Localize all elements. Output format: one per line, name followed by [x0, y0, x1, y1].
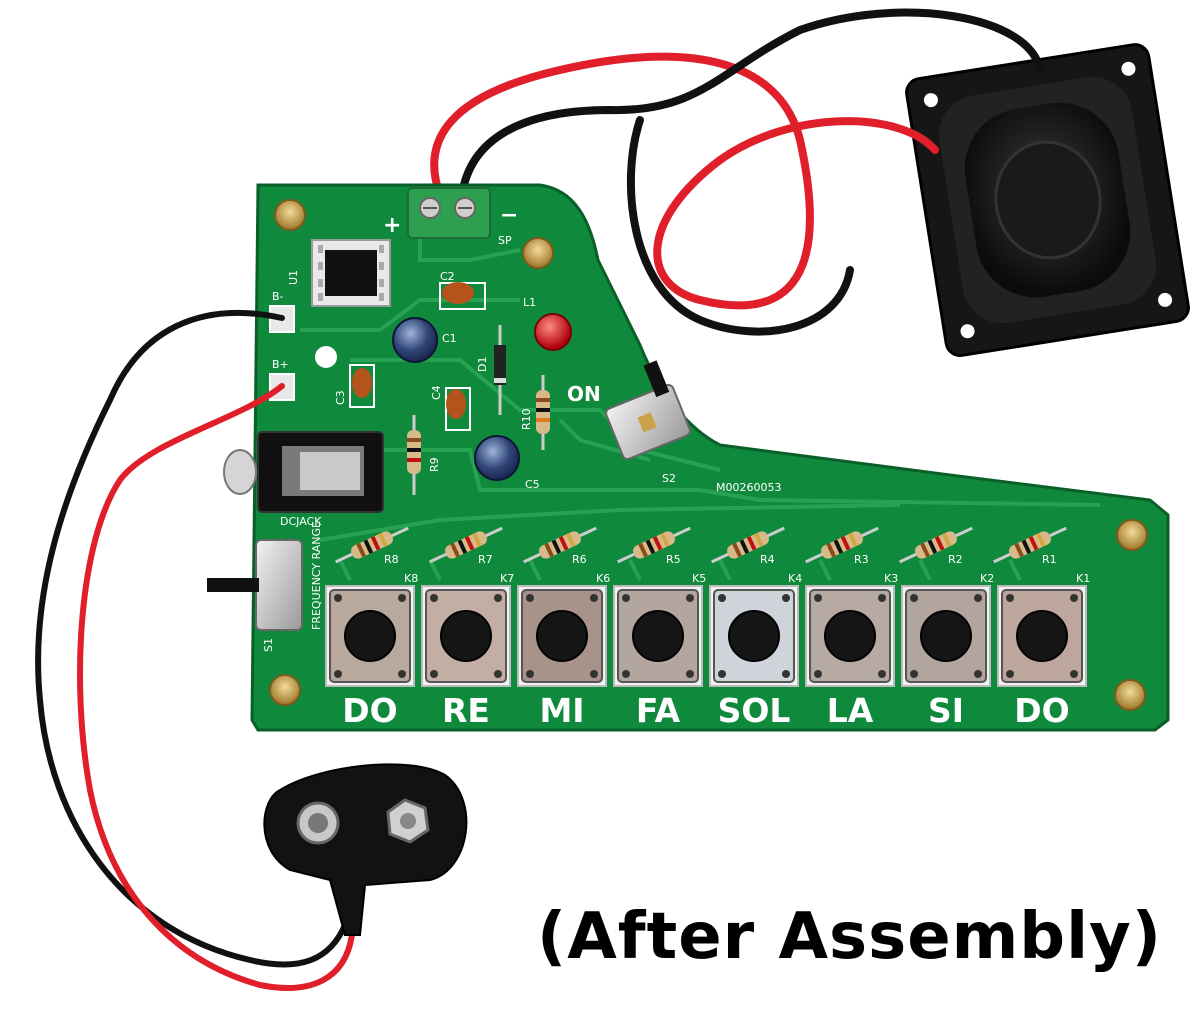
resistor-r5	[617, 526, 691, 564]
svg-text:D1: D1	[476, 357, 489, 372]
resistor-r3	[805, 526, 879, 564]
note-label: MI	[539, 691, 584, 730]
frequency-range-label: FREQUENCY RANGE	[310, 521, 323, 630]
resistor-r10: R10	[520, 375, 550, 450]
battery-wires	[35, 309, 355, 991]
svg-text:C1: C1	[442, 332, 457, 345]
note-label: FA	[636, 691, 681, 730]
battery-pads: B- B+	[269, 290, 295, 401]
pad-bminus-label: B-	[272, 290, 284, 303]
battery-wire-red	[77, 383, 355, 991]
note-button-4[interactable]	[613, 585, 703, 687]
pcb-traces	[300, 220, 1101, 581]
note-label: DO	[342, 691, 397, 730]
resistor-label: R3	[854, 553, 869, 566]
diode-d1: D1	[476, 325, 506, 415]
ic-u1: U1	[287, 239, 391, 307]
resistor-r6	[523, 526, 597, 564]
speaker-wire-black	[458, 8, 1044, 199]
capacitor-c2: C2	[439, 270, 486, 310]
resistor-label: R2	[948, 553, 963, 566]
led-l1: L1	[523, 296, 572, 351]
resistor-r1	[993, 526, 1067, 564]
resistor-r9: R9	[407, 415, 441, 495]
note-label: SI	[928, 691, 964, 730]
pcb: + − SP U1 C2 C1	[207, 183, 1170, 732]
svg-text:L1: L1	[523, 296, 536, 309]
mounting-hardware	[269, 199, 1148, 711]
capacitor-c3: C3	[334, 364, 375, 408]
svg-text:S1: S1	[262, 638, 275, 652]
key-label: K2	[980, 572, 994, 585]
svg-text:C3: C3	[334, 390, 347, 405]
speaker-wire-red	[430, 52, 939, 310]
resistor-label: R5	[666, 553, 681, 566]
svg-text:C5: C5	[525, 478, 540, 491]
resistor-r4	[711, 526, 785, 564]
dc-jack[interactable]: DCJACK	[223, 431, 384, 528]
resistor-r8	[335, 526, 409, 564]
after-assembly-caption: (After Assembly)	[537, 900, 1162, 974]
note-label: DO	[1014, 691, 1069, 730]
resistor-label: R6	[572, 553, 587, 566]
key-label: K3	[884, 572, 898, 585]
note-button-7[interactable]	[901, 585, 991, 687]
note-button-2[interactable]	[421, 585, 511, 687]
battery-wire-black	[35, 309, 348, 968]
speaker-terminal-block: + − SP	[383, 187, 518, 247]
svg-text:R10: R10	[520, 408, 533, 430]
resistor-r2	[899, 526, 973, 564]
battery-snap	[263, 763, 468, 936]
note-label: SOL	[718, 691, 791, 730]
resistor-label: R4	[760, 553, 775, 566]
dc-jack-label: DCJACK	[280, 515, 322, 528]
key-label: K8	[404, 572, 418, 585]
note-button-8[interactable]	[997, 585, 1087, 687]
note-button-6[interactable]	[805, 585, 895, 687]
speaker-plus-label: +	[383, 213, 401, 238]
power-on-label: ON	[567, 382, 601, 406]
key-label: K5	[692, 572, 706, 585]
resistor-row: R8 R7 R6 R5 R4 R3 R2 R1	[335, 526, 1067, 566]
svg-text:C2: C2	[440, 270, 455, 283]
speaker-minus-label: −	[500, 203, 518, 228]
speaker-wires	[430, 8, 1044, 336]
svg-text:S2: S2	[662, 472, 676, 485]
svg-text:R9: R9	[428, 457, 441, 472]
speaker	[905, 43, 1190, 358]
pad-bplus-label: B+	[272, 358, 289, 371]
power-switch-s2[interactable]: ON S2	[567, 358, 691, 485]
key-label: K4	[788, 572, 802, 585]
note-button-1[interactable]	[325, 585, 415, 687]
note-label: RE	[442, 691, 490, 730]
key-label: K1	[1076, 572, 1090, 585]
resistor-label: R8	[384, 553, 399, 566]
capacitor-c4: C4	[430, 385, 471, 431]
capacitor-c1: C1	[392, 317, 457, 363]
svg-text:U1: U1	[287, 270, 300, 285]
capacitor-c5: C5	[474, 435, 540, 491]
frequency-range-switch-s1[interactable]: FREQUENCY RANGE S1	[207, 521, 323, 652]
note-button-3[interactable]	[517, 585, 607, 687]
speaker-label: SP	[498, 234, 512, 247]
resistor-r7	[429, 526, 503, 564]
svg-text:C4: C4	[430, 385, 443, 400]
resistor-label: R1	[1042, 553, 1057, 566]
resistor-label: R7	[478, 553, 493, 566]
board-marking: M00260053	[716, 481, 781, 494]
key-label: K6	[596, 572, 610, 585]
note-label: LA	[827, 691, 874, 730]
note-button-5[interactable]	[709, 585, 799, 687]
key-label: K7	[500, 572, 514, 585]
